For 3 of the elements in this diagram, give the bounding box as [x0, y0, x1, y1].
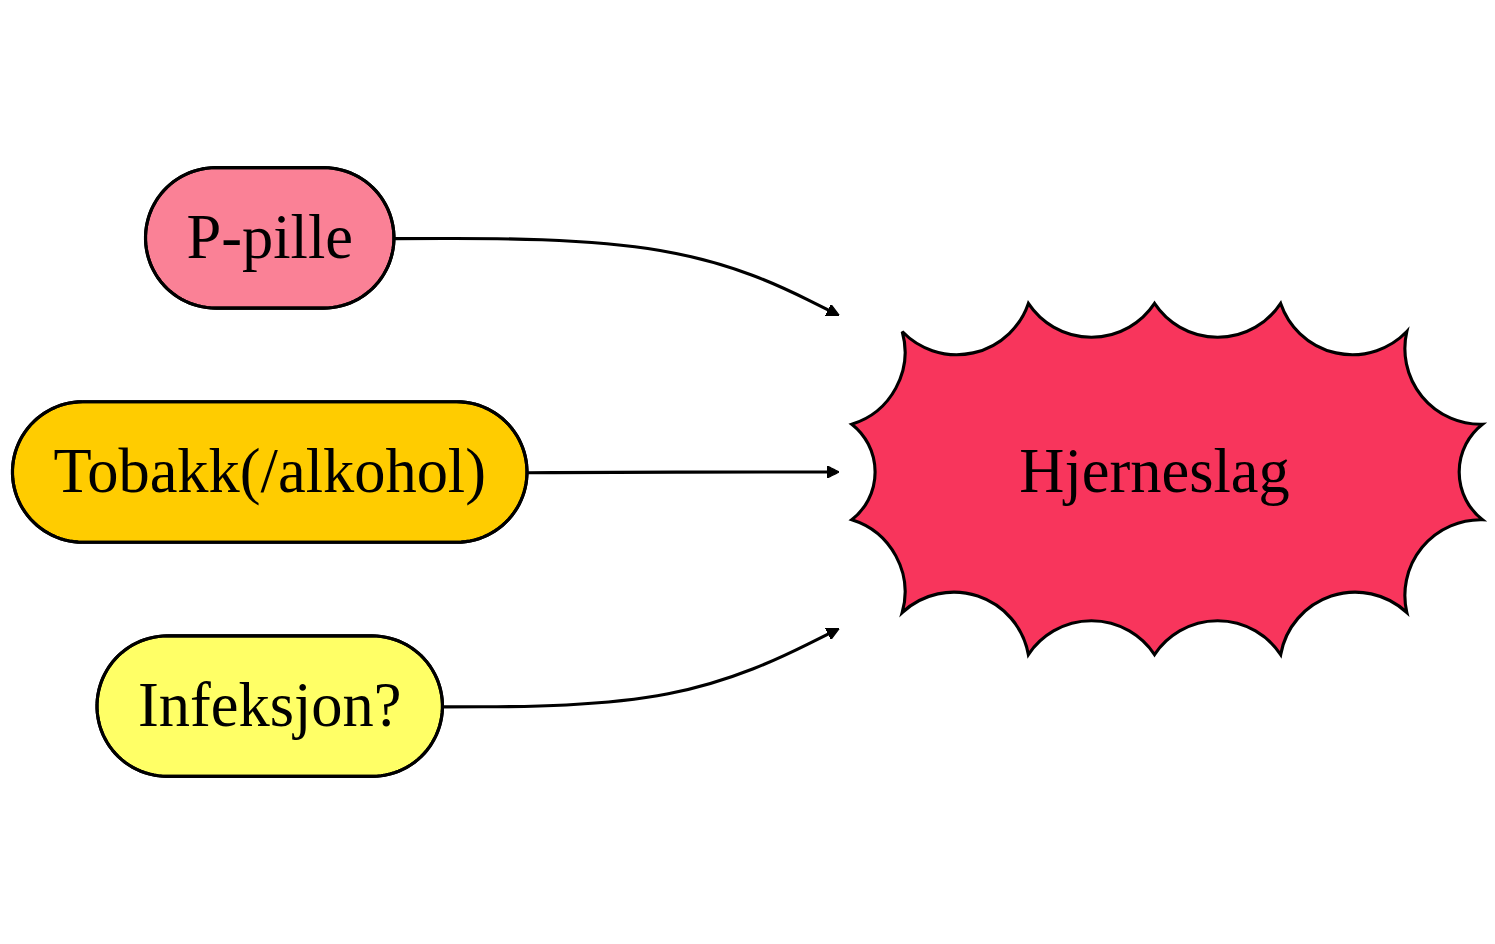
arrow [394, 236, 840, 317]
arrow [443, 627, 840, 709]
arrow [527, 465, 840, 479]
